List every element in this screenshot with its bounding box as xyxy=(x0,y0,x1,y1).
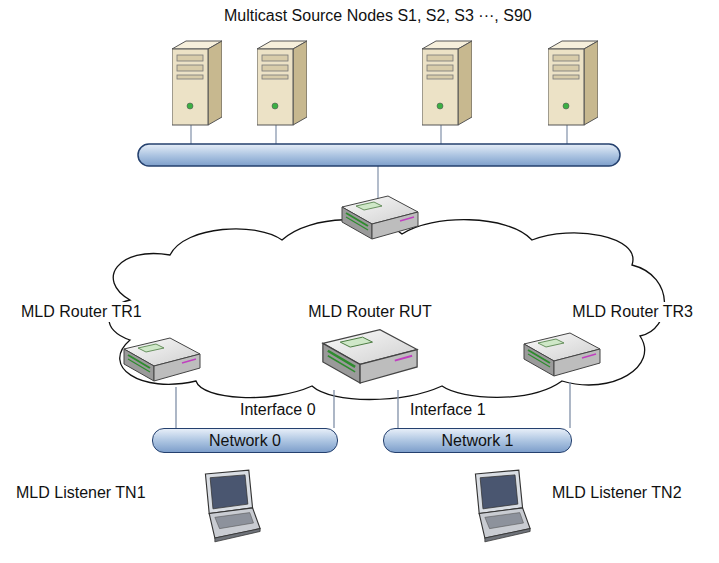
server-icon xyxy=(257,41,307,125)
network-link xyxy=(569,382,570,428)
router-node: MLD Router RUT xyxy=(285,302,455,390)
callout-label: Interface 1 xyxy=(408,400,488,420)
router-icon xyxy=(323,330,417,383)
server-icon xyxy=(422,41,472,125)
callout-label: MLD Listener TN2 xyxy=(550,483,684,503)
router-node: MLD Router TR1 xyxy=(18,302,204,387)
network-link xyxy=(175,387,176,428)
drop-line xyxy=(566,124,567,145)
router-icon xyxy=(342,196,418,239)
drop-line xyxy=(190,124,191,145)
router-icon xyxy=(124,338,200,381)
network-link xyxy=(397,390,398,428)
router-label: MLD Router RUT xyxy=(305,302,435,322)
server-icon xyxy=(172,41,222,125)
network-bar: Network 1 xyxy=(383,428,572,453)
router-label: MLD Router TR3 xyxy=(569,302,696,322)
network-link xyxy=(333,390,334,428)
callout-label: Interface 0 xyxy=(238,400,318,420)
network-label: Network 0 xyxy=(209,431,281,451)
source-heading: Multicast Source Nodes S1, S2, S3 ···, S… xyxy=(222,6,534,26)
drop-line xyxy=(377,166,378,200)
drop-line xyxy=(440,124,441,145)
network-label: Network 1 xyxy=(441,431,513,451)
laptop-icon xyxy=(205,470,260,542)
drop-line xyxy=(275,124,276,145)
callout-label: MLD Listener TN1 xyxy=(14,483,148,503)
laptop-icon xyxy=(475,470,530,542)
network-bar: Network 0 xyxy=(152,428,338,453)
router-node: MLD Router TR3 xyxy=(518,302,696,382)
router-icon xyxy=(524,333,600,376)
router-label: MLD Router TR1 xyxy=(18,302,145,322)
server-icon xyxy=(548,41,598,125)
source-bus xyxy=(138,144,620,166)
